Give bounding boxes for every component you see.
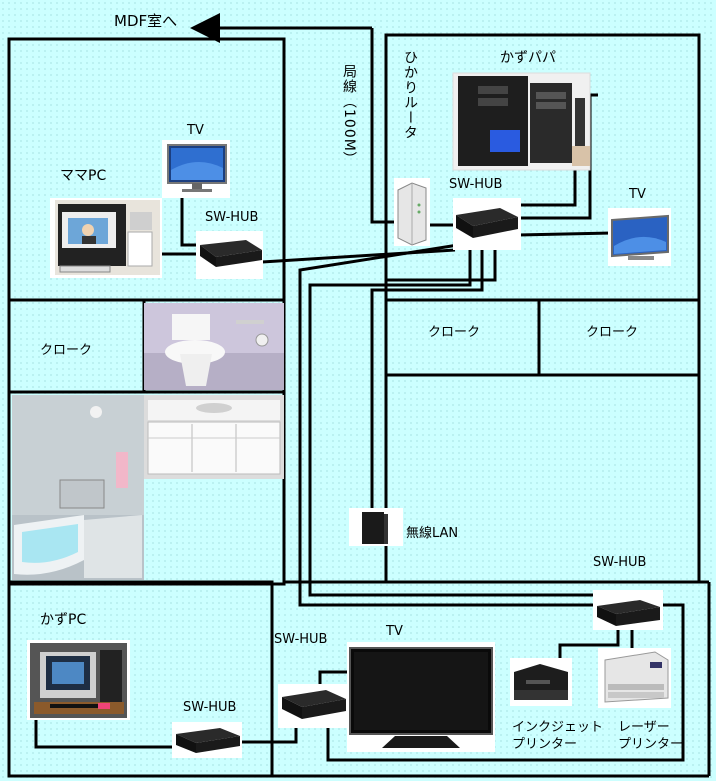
sw-hub-mid-label: SW-HUB [274, 632, 328, 647]
cloak-right-label: クローク [586, 325, 639, 340]
bath-photo [12, 395, 144, 580]
laser-printer-device [598, 648, 671, 708]
tv-mama-device [162, 140, 230, 198]
mama-pc-device [50, 198, 162, 278]
toilet-photo [144, 303, 284, 390]
cable-kyokusen [370, 28, 398, 224]
wireless-lan-device [349, 508, 403, 546]
kazu-papa-label: かずパパ [500, 50, 556, 66]
laser-printer-label: レーザー プリンター [618, 720, 684, 752]
tv-bottom-label: TV [386, 624, 403, 639]
tv-mama-label: TV [187, 123, 204, 138]
mama-pc-label: ママPC [60, 168, 107, 184]
hub-kazu [172, 722, 242, 758]
sw-hub-mama-label: SW-HUB [205, 210, 259, 225]
hub-mid [278, 684, 348, 728]
cloak-left-label: クローク [40, 343, 93, 358]
kazu-pc-device [27, 640, 130, 720]
hikari-router-label: ひかりルータ [402, 50, 418, 140]
tv-bottom-device [347, 642, 495, 752]
tv-papa-label: TV [629, 187, 646, 202]
kyokusen-label: 局線（100M） [341, 64, 357, 167]
walls [7, 33, 711, 778]
cloak-mid-label: クローク [428, 325, 481, 340]
kazu-pc-label: かずPC [40, 612, 87, 628]
inkjet-printer-label: インクジェット プリンター [512, 720, 604, 752]
wireless-lan-label: 無線LAN [406, 526, 459, 541]
hub-right [593, 590, 663, 630]
hub-papa [453, 198, 521, 250]
sink-photo [144, 395, 284, 479]
hub-mama [196, 231, 263, 279]
tv-papa-device [608, 208, 671, 266]
sw-hub-right-label: SW-HUB [593, 555, 647, 570]
wall-papa-room [384, 33, 701, 302]
mdf-label: MDF室へ [114, 12, 178, 30]
sw-hub-papa-label: SW-HUB [449, 177, 503, 192]
hikari-router-device [394, 178, 430, 246]
papa-pc-device [452, 72, 591, 171]
inkjet-printer-device [510, 658, 572, 706]
sw-hub-kazu-label: SW-HUB [183, 700, 237, 715]
wall-kazu-room [7, 580, 274, 778]
